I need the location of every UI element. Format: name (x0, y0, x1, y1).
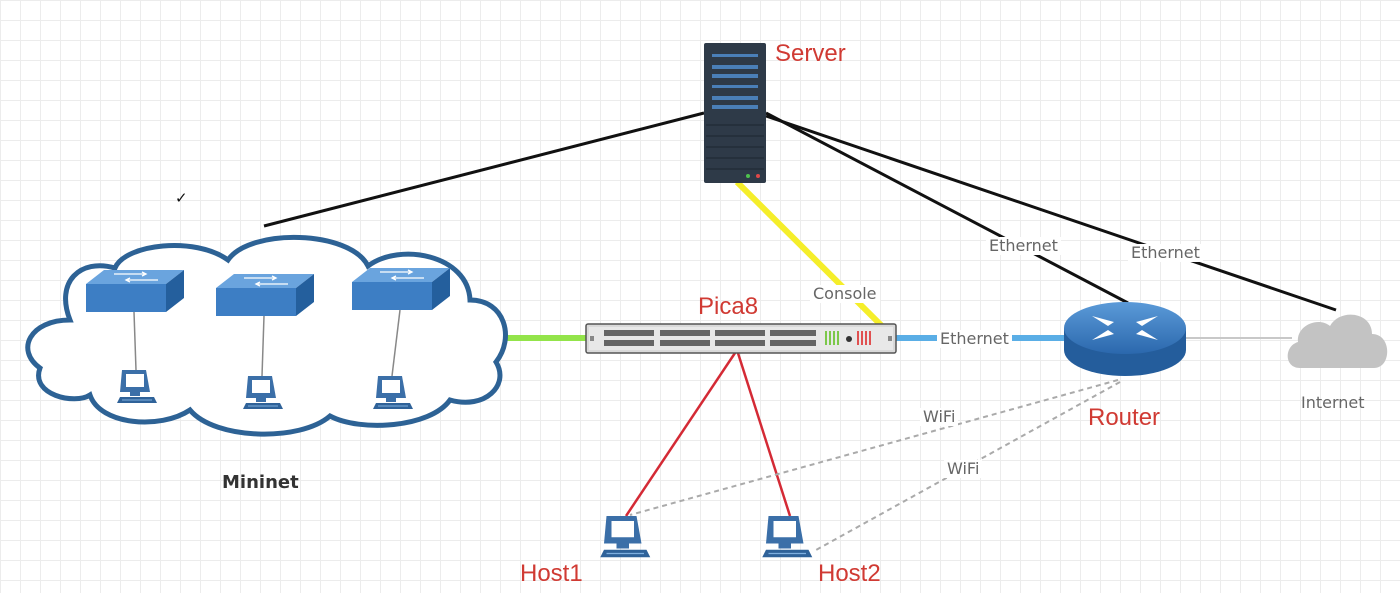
link-server-router (765, 111, 1129, 305)
mininet-switch-3 (351, 267, 451, 311)
router-icon (1064, 302, 1186, 376)
internet-label: Internet (1301, 393, 1365, 412)
mininet-switch-2 (215, 273, 315, 317)
host2-link (735, 349, 792, 517)
checkmark: ✓ (175, 189, 188, 207)
link-server-mininet (263, 111, 705, 228)
internet-cloud-icon (1287, 314, 1388, 368)
console-label: Console (810, 285, 880, 303)
wifi-label-host1: WiFi (920, 408, 959, 426)
host1-link (624, 349, 739, 517)
host1-label: Host1 (520, 560, 583, 587)
wifi-link-host1 (629, 379, 1119, 516)
ethernet-label-switch-router: Ethernet (937, 330, 1012, 348)
host2-label: Host2 (818, 560, 881, 587)
ethernet-label-server-internet: Ethernet (1128, 244, 1203, 262)
console-link (734, 179, 893, 337)
router-label: Router (1088, 404, 1161, 431)
ethernet-label-server-router: Ethernet (986, 237, 1061, 255)
host2-icon (761, 515, 813, 558)
wifi-label-host2: WiFi (944, 460, 983, 478)
mininet-label: Mininet (222, 472, 299, 493)
mininet-switch-1 (85, 269, 185, 313)
host1-icon (599, 515, 651, 558)
link-server-internet (765, 114, 1337, 312)
server-icon (704, 43, 766, 183)
pica8-switch-icon (585, 323, 897, 354)
server-label: Server (775, 40, 846, 67)
pica8-label: Pica8 (698, 293, 759, 320)
